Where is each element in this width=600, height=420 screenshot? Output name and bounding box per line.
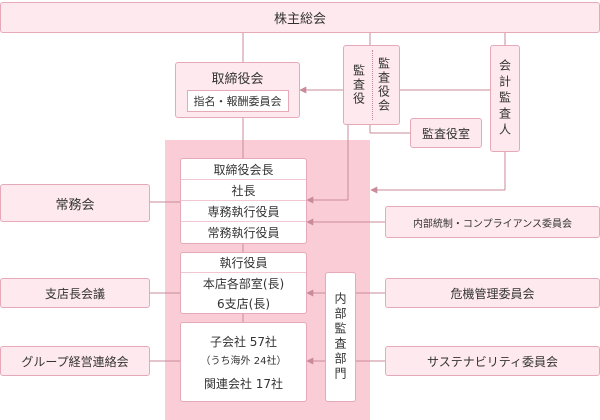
executive-committee-label: 常務会 <box>55 197 95 213</box>
auditors-divider <box>372 50 373 120</box>
subsidiaries-count: 子会社 57社 <box>209 334 278 349</box>
group-liaison-meeting-label: グループ経営連絡会 <box>21 354 129 369</box>
managing-officer-label: 常務執行役員 <box>207 226 280 240</box>
senior-managing-officer-row: 専務執行役員 <box>181 201 306 222</box>
executive-block: 取締役会長 社長 専務執行役員 常務執行役員 <box>180 158 307 244</box>
audit-office-box: 監査役室 <box>410 118 482 148</box>
officers-block: 執行役員 本店各部室(長) 6支店(長) <box>180 252 307 314</box>
branches-label: 6支店(長) <box>217 296 270 311</box>
executive-officer-label: 執行役員 <box>219 256 268 270</box>
branches-row: 6支店(長) <box>181 293 306 313</box>
audit-office-label: 監査役室 <box>421 126 470 141</box>
senior-managing-officer-label: 専務執行役員 <box>207 204 280 219</box>
chairman-row: 取締役会長 <box>181 159 306 180</box>
group-liaison-meeting-box: グループ経営連絡会 <box>0 346 150 376</box>
internal-audit-label: 内部監査部門 <box>333 292 347 382</box>
subsidiaries-block: 子会社 57社 （うち海外 24社） 関連会社 17社 <box>180 322 307 402</box>
board-of-directors-box: 取締役会 指名・報酬委員会 <box>175 62 300 118</box>
sustainability-committee-label: サステナビリティ委員会 <box>426 354 559 369</box>
board-of-auditors-label: 監査役会 <box>376 57 391 113</box>
internal-audit-box: 内部監査部門 <box>325 272 356 402</box>
compliance-committee-label: 内部統制・コンプライアンス委員会 <box>412 218 573 230</box>
affiliates-count: 関連会社 17社 <box>203 376 284 391</box>
compliance-committee-box: 内部統制・コンプライアンス委員会 <box>385 206 600 238</box>
risk-committee-label: 危機管理委員会 <box>450 286 535 301</box>
head-office-departments-label: 本店各部室(長) <box>202 276 285 291</box>
chairman-label: 取締役会長 <box>213 162 274 177</box>
president-row: 社長 <box>181 180 306 201</box>
auditor-label: 監査役 <box>351 64 366 106</box>
managing-officer-row: 常務執行役員 <box>181 222 306 243</box>
executive-officer-row: 執行役員 <box>181 253 306 273</box>
branch-managers-meeting-box: 支店長会議 <box>0 278 150 308</box>
board-of-directors-label: 取締役会 <box>211 72 264 87</box>
executive-committee-box: 常務会 <box>0 184 150 222</box>
accounting-auditor-label: 会計監査人 <box>497 58 512 139</box>
accounting-auditor-box: 会計監査人 <box>490 45 520 152</box>
shareholders-meeting-box: 株主総会 <box>0 2 600 33</box>
shareholders-meeting-label: 株主総会 <box>273 12 326 27</box>
auditors-box: 監査役 監査役会 <box>343 45 400 125</box>
president-label: 社長 <box>231 183 256 198</box>
risk-committee-box: 危機管理委員会 <box>385 278 600 308</box>
head-office-departments-row: 本店各部室(長) <box>181 273 306 293</box>
overseas-subsidiaries-count: （うち海外 24社） <box>200 355 287 367</box>
nomination-compensation-committee: 指名・報酬委員会 <box>186 90 289 112</box>
branch-managers-meeting-label: 支店長会議 <box>44 286 105 301</box>
sustainability-committee-box: サステナビリティ委員会 <box>385 346 600 376</box>
